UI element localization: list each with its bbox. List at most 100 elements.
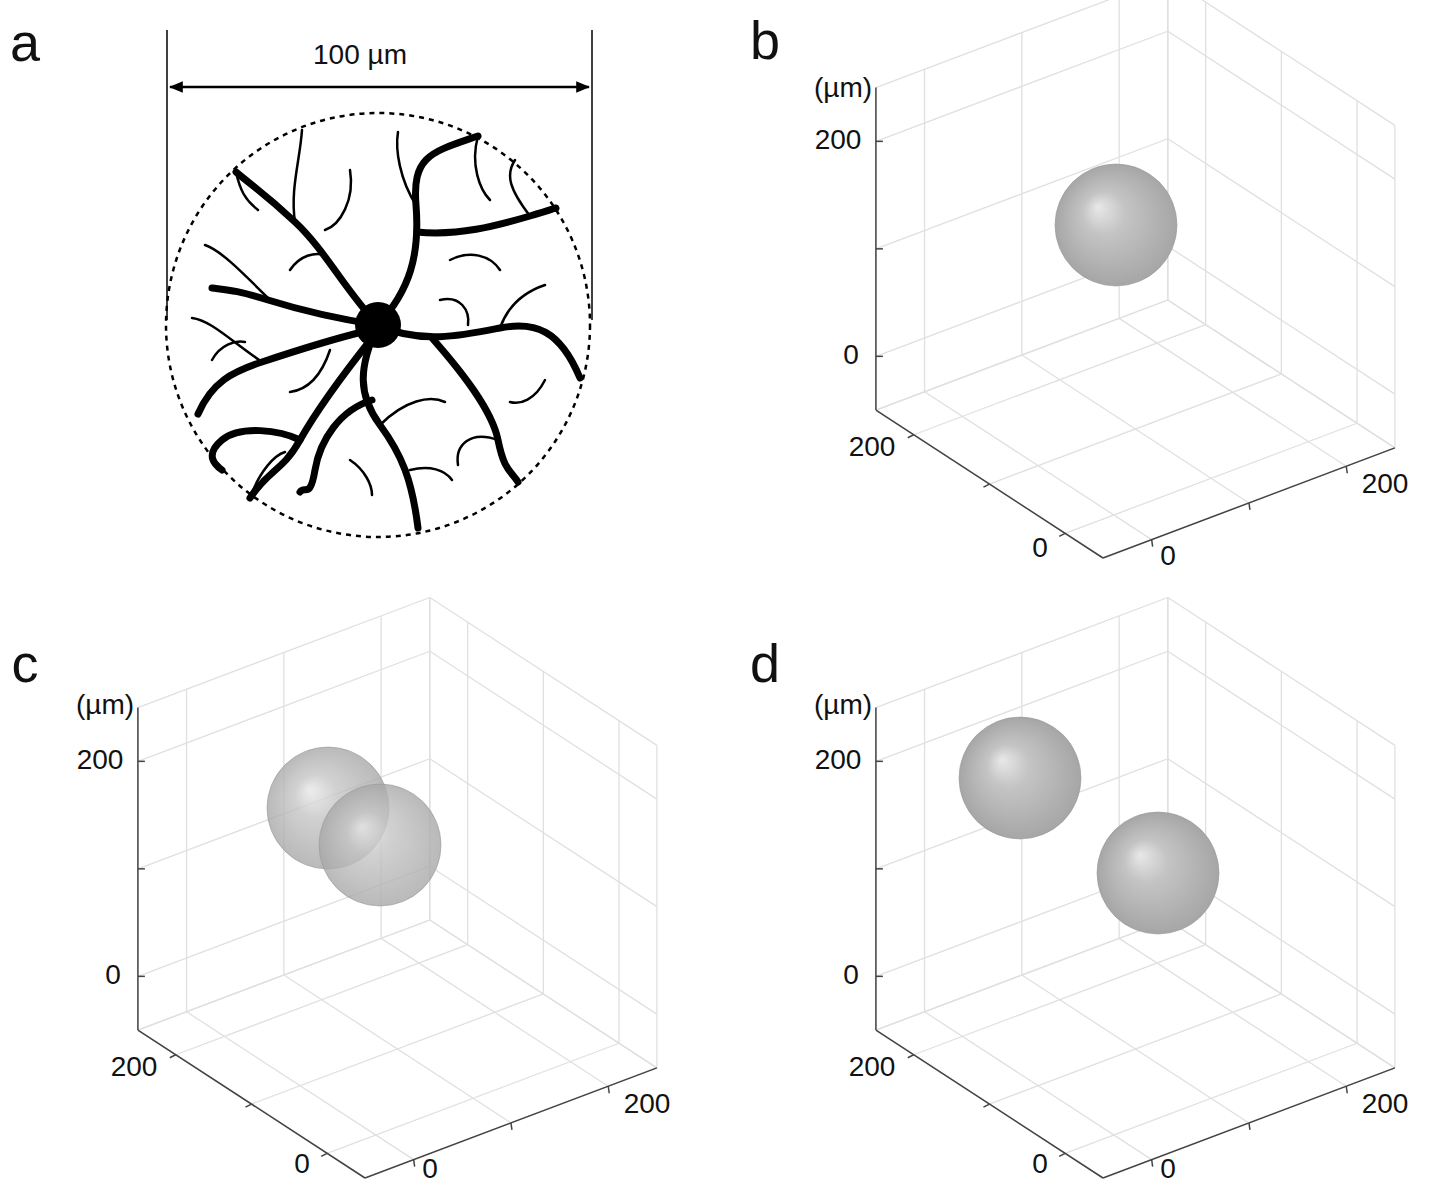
grid-line [430, 920, 657, 1068]
grid-line [251, 994, 543, 1104]
grid-line [1103, 448, 1395, 558]
axis-line [876, 761, 883, 763]
sphere [1097, 812, 1219, 934]
axis-line [138, 976, 145, 978]
axis-line [170, 1055, 176, 1058]
tick-label: 0 [1160, 542, 1176, 570]
tick-label: 200 [1362, 1090, 1409, 1118]
grid-line [430, 651, 657, 799]
grid-line [138, 1030, 365, 1178]
axis-line [908, 1055, 914, 1058]
grid-line [876, 300, 1168, 410]
panel-letter: a [10, 15, 40, 69]
grid-line [1168, 300, 1395, 448]
axis-unit: (µm) [814, 691, 872, 719]
tick-label: 200 [1362, 470, 1409, 498]
grid-line [1394, 125, 1395, 448]
grid-line [876, 920, 1168, 1030]
tick-label: 0 [1160, 1155, 1176, 1183]
axis-line [908, 435, 914, 438]
panel-letter: b [750, 13, 780, 67]
panel-letter: d [750, 636, 780, 690]
grid-line [138, 598, 430, 708]
grid-line [430, 759, 657, 907]
axis-line [1346, 1086, 1347, 1093]
axis-line [876, 976, 883, 978]
axis-line [138, 761, 145, 763]
tick-label: 0 [1032, 534, 1048, 562]
grid-line [430, 920, 657, 1068]
axis-line [414, 1160, 415, 1167]
axis-line [1059, 1153, 1065, 1156]
axis-line [1346, 466, 1347, 473]
tick-label: 200 [815, 126, 862, 154]
axis-line [1152, 1160, 1153, 1167]
axis-unit: (µm) [76, 691, 134, 719]
axis-line [245, 1104, 251, 1107]
axis-line [983, 484, 989, 487]
grid-line [1168, 0, 1395, 125]
plot-3d [876, 0, 1395, 558]
axis-line [511, 1123, 512, 1130]
grid-line [1205, 2, 1206, 325]
plot-3d [876, 598, 1395, 1179]
grid-line [1103, 1068, 1395, 1178]
tick-label: 200 [849, 433, 896, 461]
grid-line [1394, 745, 1395, 1068]
tick-label: 0 [843, 341, 859, 369]
grid-line [1119, 938, 1346, 1086]
grid-line [876, 300, 1168, 410]
grid-line [876, 31, 1168, 141]
axis-line [876, 356, 883, 358]
axis-unit: (µm) [814, 74, 872, 102]
grid-line [138, 920, 430, 1030]
tick-label: 200 [624, 1090, 671, 1118]
sphere [1055, 164, 1177, 286]
grid-line [1168, 920, 1395, 1068]
grid-line [876, 410, 1103, 558]
axis-line [1103, 448, 1395, 558]
axis-line [321, 1153, 327, 1156]
tick-label: 200 [77, 746, 124, 774]
sphere [959, 717, 1081, 839]
panel-letter: c [12, 636, 39, 690]
grid-line [656, 745, 657, 1068]
axis-line [1152, 540, 1153, 547]
axis-line [876, 1030, 1103, 1178]
grid-line [430, 598, 657, 746]
tick-label: 200 [815, 746, 862, 774]
plot-3d [138, 598, 657, 1179]
grid-line [876, 0, 1168, 88]
grid-line [1168, 31, 1395, 179]
grid-line [365, 1068, 657, 1178]
axis-line [1249, 503, 1250, 510]
axis-line [1249, 1123, 1250, 1130]
axis-line [1103, 1068, 1395, 1178]
grid-line [381, 938, 608, 1086]
grid-line [138, 920, 430, 1030]
grid-line [876, 920, 1168, 1030]
axis-line [876, 141, 883, 143]
grid-line [138, 651, 430, 761]
grid-line [467, 622, 468, 945]
axis-line [876, 868, 883, 870]
dimension-label: 100 µm [313, 41, 407, 69]
grid-line [989, 994, 1281, 1104]
tick-label: 200 [849, 1053, 896, 1081]
tick-label: 0 [105, 961, 121, 989]
grid-line [1168, 598, 1395, 746]
axis-line [138, 1030, 365, 1178]
grid-line [876, 1030, 1103, 1178]
axis-line [365, 1068, 657, 1178]
grid-line [876, 598, 1168, 708]
tick-label: 0 [294, 1150, 310, 1178]
axis-line [138, 868, 145, 870]
axis-line [608, 1086, 609, 1093]
tick-label: 0 [422, 1155, 438, 1183]
grid-line [989, 374, 1281, 484]
grid-line [1168, 651, 1395, 799]
neuron-illustration [166, 30, 592, 537]
axis-line [983, 1104, 989, 1107]
sphere [319, 784, 441, 906]
grid-line [1119, 318, 1346, 466]
